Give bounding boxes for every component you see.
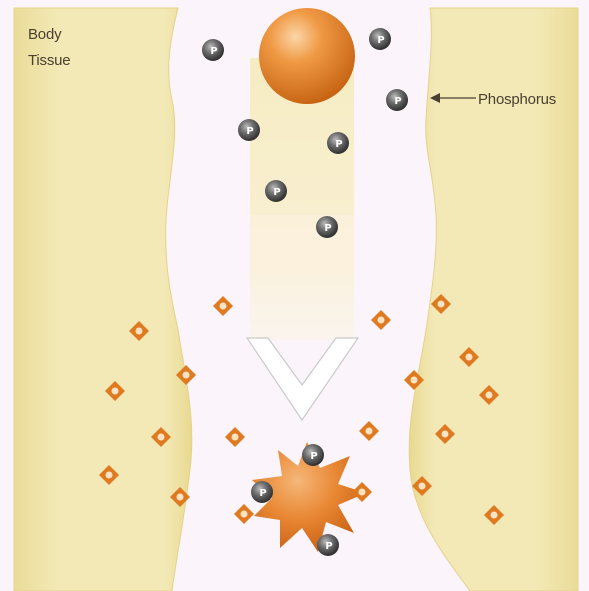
phosphorus-particle: P: [238, 119, 260, 141]
svg-text:P: P: [324, 223, 331, 234]
svg-text:P: P: [273, 187, 280, 198]
svg-text:P: P: [246, 126, 253, 137]
phosphorus-particle: P: [369, 28, 391, 50]
phosphorus-label: Phosphorus: [478, 91, 556, 109]
svg-text:P: P: [259, 488, 266, 499]
svg-text:P: P: [377, 35, 384, 46]
phosphorus-particle: P: [316, 216, 338, 238]
phosphorus-particle: P: [202, 39, 224, 61]
phosphorus-particle: P: [317, 534, 339, 556]
phosphorus-particle: P: [386, 89, 408, 111]
body-tissue-label-line1: Body: [28, 26, 61, 44]
svg-text:P: P: [335, 139, 342, 150]
phosphorus-particle: P: [251, 481, 273, 503]
body-tissue-left: [14, 8, 192, 591]
body-tissue-label-line2: Tissue: [28, 52, 70, 70]
food-sphere: [259, 8, 355, 104]
svg-text:P: P: [310, 451, 317, 462]
svg-text:P: P: [325, 541, 332, 552]
column-band: [250, 215, 354, 275]
phosphorus-particle: P: [265, 180, 287, 202]
svg-text:P: P: [394, 96, 401, 107]
phosphorus-particle: P: [302, 444, 324, 466]
phosphorus-particle: P: [327, 132, 349, 154]
svg-text:P: P: [210, 46, 217, 57]
